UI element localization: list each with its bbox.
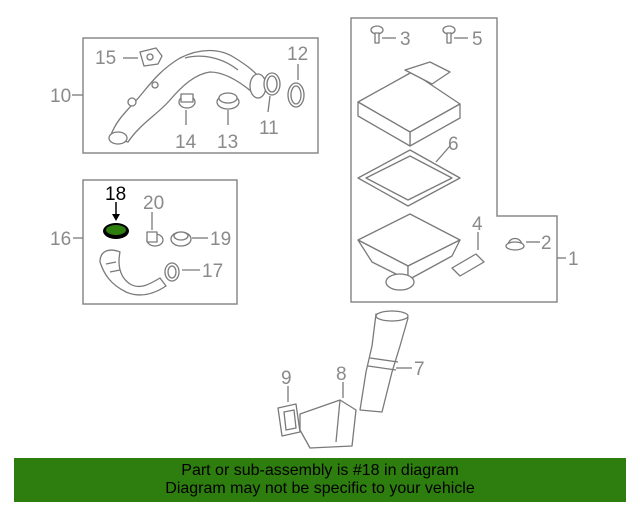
callout-16[interactable]: 16 bbox=[50, 229, 71, 250]
part-19-grommet[interactable] bbox=[170, 231, 192, 247]
group-box-1 bbox=[350, 17, 558, 303]
info-banner: Part or sub-assembly is #18 in diagram D… bbox=[14, 458, 626, 502]
part-4-bracket[interactable] bbox=[451, 253, 485, 277]
callout-4[interactable]: 4 bbox=[472, 214, 483, 235]
part-8-duct-piece[interactable] bbox=[299, 399, 357, 449]
callout-20[interactable]: 20 bbox=[143, 193, 164, 214]
part-6-air-filter[interactable] bbox=[357, 149, 461, 207]
callout-14[interactable]: 14 bbox=[175, 132, 197, 153]
part-3-screw[interactable] bbox=[370, 25, 384, 44]
part-13-grommet[interactable] bbox=[216, 92, 240, 110]
group-box-16 bbox=[82, 179, 238, 305]
callout-5[interactable]: 5 bbox=[472, 29, 483, 50]
callout-11[interactable]: 11 bbox=[259, 118, 279, 139]
callout-3[interactable]: 3 bbox=[400, 29, 411, 50]
callout-15[interactable]: 15 bbox=[95, 48, 116, 69]
callout-17[interactable]: 17 bbox=[202, 261, 223, 282]
callout-2[interactable]: 2 bbox=[541, 233, 552, 254]
part-15-sensor[interactable] bbox=[139, 47, 163, 67]
callout-8[interactable]: 8 bbox=[336, 364, 347, 385]
callout-13[interactable]: 13 bbox=[217, 132, 238, 153]
callout-7[interactable]: 7 bbox=[414, 359, 425, 380]
part-18-seal[interactable] bbox=[103, 223, 129, 239]
part-17-clamp[interactable] bbox=[164, 262, 180, 282]
callout-10[interactable]: 10 bbox=[50, 86, 71, 107]
part-14-plug[interactable] bbox=[178, 93, 196, 109]
banner-line-2: Diagram may not be specific to your vehi… bbox=[165, 480, 475, 497]
callout-12[interactable]: 12 bbox=[287, 44, 308, 65]
part-9-seal[interactable] bbox=[277, 403, 301, 437]
airbox-lower[interactable] bbox=[357, 213, 461, 291]
part-16-hose[interactable] bbox=[99, 249, 167, 296]
banner-line-1: Part or sub-assembly is #18 in diagram bbox=[181, 462, 459, 479]
part-12-clamp[interactable] bbox=[287, 82, 305, 108]
callout-1[interactable]: 1 bbox=[568, 249, 579, 270]
part-2-grommet[interactable] bbox=[505, 237, 525, 251]
part-10-intake-duct[interactable] bbox=[108, 49, 267, 145]
part-11-clamp[interactable] bbox=[263, 72, 281, 96]
callout-9[interactable]: 9 bbox=[281, 368, 292, 389]
callout-6[interactable]: 6 bbox=[448, 134, 459, 155]
part-20-connector[interactable] bbox=[146, 231, 164, 247]
part-7-duct[interactable] bbox=[359, 310, 409, 413]
airbox-lid[interactable] bbox=[357, 61, 461, 147]
callout-18[interactable]: 18 bbox=[105, 184, 126, 205]
part-5-screw[interactable] bbox=[442, 25, 456, 44]
callout-19[interactable]: 19 bbox=[210, 229, 231, 250]
